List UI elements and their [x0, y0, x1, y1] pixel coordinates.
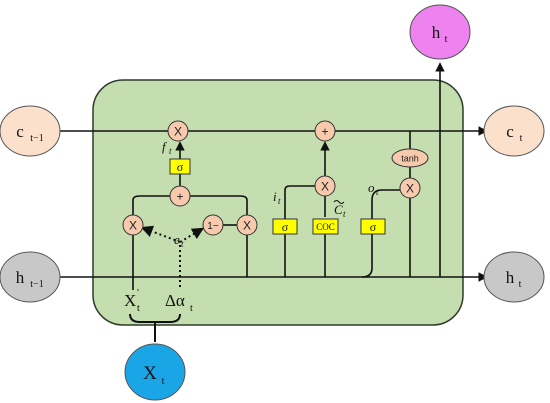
label-f-t: f t — [162, 139, 172, 156]
svg-text:+: + — [321, 125, 328, 139]
label-c-tilde: C t — [333, 200, 346, 219]
svg-text:h: h — [506, 268, 515, 287]
svg-text:X: X — [174, 125, 182, 139]
forget-add-op: + — [169, 185, 191, 207]
label-i-t: i t — [273, 189, 281, 206]
coc-gate: COC — [312, 218, 339, 235]
svg-text:σ: σ — [282, 220, 289, 234]
svg-text:t: t — [445, 34, 448, 45]
svg-text:h: h — [432, 23, 441, 42]
forget-multiply-op: X — [167, 120, 189, 142]
svg-text:c: c — [506, 122, 514, 141]
svg-text:i: i — [273, 189, 277, 204]
svg-text:o: o — [368, 180, 375, 195]
svg-text:': ' — [137, 287, 139, 299]
c-prev-node: c t−1 — [0, 105, 61, 157]
svg-text:f: f — [162, 139, 168, 154]
svg-text:X: X — [321, 180, 329, 194]
svg-text:1−: 1− — [207, 221, 219, 232]
h-out-right-node: h t — [483, 251, 545, 303]
svg-text:t: t — [169, 146, 172, 156]
c-out-node: c t — [483, 105, 545, 157]
svg-text:h: h — [16, 268, 25, 287]
right-multiply-op: X — [236, 214, 258, 236]
input-sigma-gate: σ — [272, 218, 298, 235]
svg-text:Δα: Δα — [165, 291, 185, 310]
attention-dotted-lines — [140, 225, 205, 290]
svg-text:+: + — [176, 190, 183, 204]
svg-text:t−1: t−1 — [30, 279, 43, 290]
label-x-prime-t: X ' t — [124, 287, 140, 314]
label-e-t: e t — [174, 232, 184, 249]
output-sigma-gate: σ — [360, 218, 386, 235]
h-out-top-node: h t — [409, 4, 471, 60]
label-delta-alpha-t: Δα t — [165, 291, 193, 314]
connection-lines — [60, 62, 488, 290]
left-multiply-op: X — [122, 214, 144, 236]
svg-text:X: X — [143, 363, 157, 384]
svg-text:X: X — [243, 219, 251, 233]
forget-sigma-gate: σ — [169, 158, 191, 175]
svg-text:t: t — [376, 187, 379, 197]
svg-text:σ: σ — [177, 160, 184, 174]
svg-text:t: t — [190, 303, 193, 314]
svg-text:X: X — [129, 219, 137, 233]
svg-text:t: t — [137, 303, 140, 314]
svg-text:t: t — [181, 239, 184, 249]
svg-text:σ: σ — [370, 220, 377, 234]
cell-add-op: + — [314, 120, 336, 142]
svg-text:C: C — [334, 202, 343, 217]
svg-text:t: t — [519, 279, 522, 290]
svg-text:c: c — [16, 122, 24, 141]
one-minus-op: 1− — [202, 214, 224, 236]
input-multiply-op: X — [314, 175, 336, 197]
svg-text:t: t — [162, 376, 165, 387]
svg-text:tanh: tanh — [401, 154, 419, 164]
svg-text:t: t — [520, 133, 523, 144]
svg-text:COC: COC — [316, 222, 335, 232]
svg-text:t: t — [343, 209, 346, 219]
svg-text:e: e — [174, 232, 180, 247]
h-prev-node: h t−1 — [0, 251, 61, 303]
svg-text:X: X — [124, 291, 136, 310]
cell-body — [92, 79, 464, 326]
x-input-node: X t — [124, 343, 186, 401]
svg-text:X: X — [406, 182, 414, 196]
tanh-op: tanh — [391, 148, 429, 168]
output-multiply-op: X — [399, 177, 421, 199]
svg-text:t: t — [278, 196, 281, 206]
svg-text:t−1: t−1 — [30, 133, 43, 144]
label-o-t: o t — [368, 180, 379, 197]
